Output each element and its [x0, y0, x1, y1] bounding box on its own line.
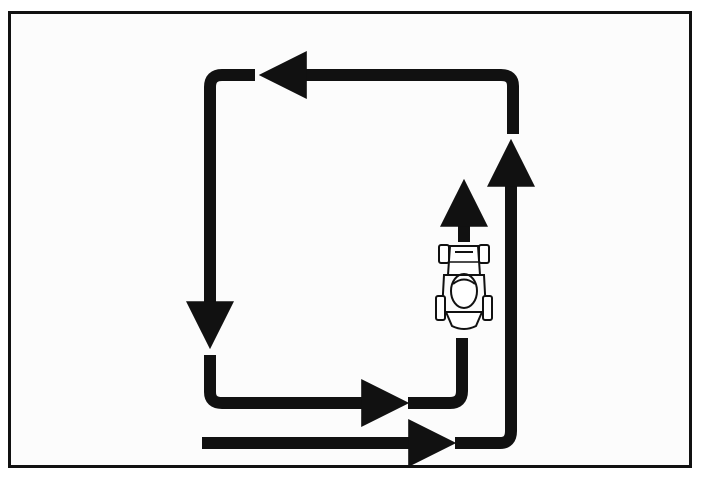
arrow-inner-top-left-down [186, 69, 255, 350]
arrow-outer-right-up [455, 138, 535, 449]
arrow-inner-right-up [408, 338, 468, 409]
arrow-inner-bottom-right [204, 355, 410, 427]
riding-mower-icon [435, 244, 493, 330]
arrow-top-left [258, 51, 519, 134]
diagram-frame [8, 11, 692, 468]
